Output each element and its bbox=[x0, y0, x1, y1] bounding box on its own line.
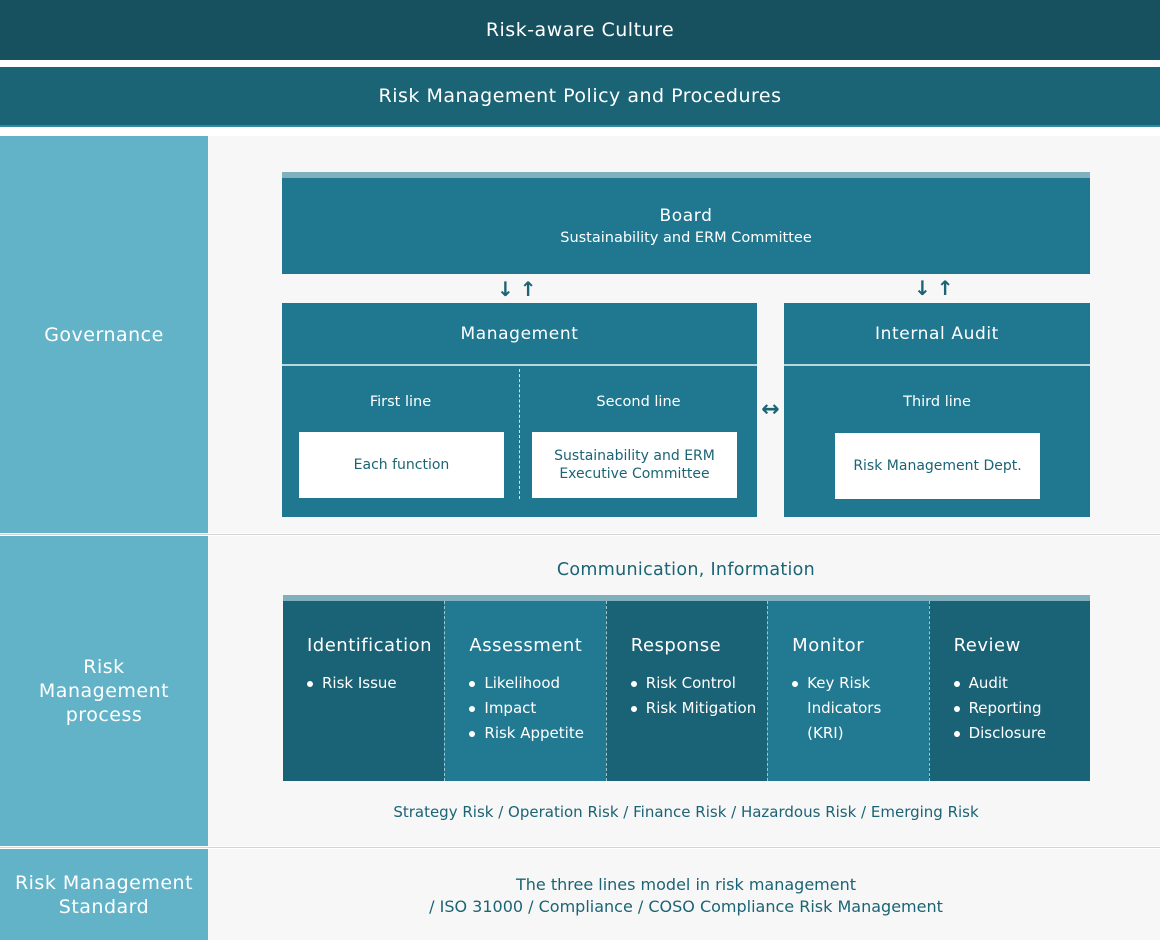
section-divider bbox=[0, 847, 1160, 848]
risk-process-label-text: Risk Management process bbox=[38, 656, 170, 726]
up-down-arrows-icon: ↓↑ bbox=[497, 277, 543, 301]
list-item: Impact bbox=[469, 696, 584, 721]
risk-aware-culture-banner: Risk-aware Culture bbox=[0, 0, 1160, 60]
step-response: Response Risk Control Risk Mitigation bbox=[605, 601, 768, 781]
step-identification: Identification Risk Issue bbox=[283, 601, 445, 781]
step-title: Response bbox=[630, 635, 722, 656]
list-item: Audit bbox=[953, 671, 1047, 696]
left-right-arrow-icon: ↔ bbox=[761, 397, 780, 422]
step-title: Assessment bbox=[469, 635, 583, 656]
management-box: Management First line Second line Each f… bbox=[282, 303, 757, 517]
first-line-label: First line bbox=[369, 394, 432, 410]
standard-line-1: The three lines model in risk management bbox=[515, 875, 857, 894]
step-items: Likelihood Impact Risk Appetite bbox=[469, 671, 584, 746]
communication-heading: Communication, Information bbox=[556, 560, 816, 580]
risk-process-label: Risk Management process bbox=[0, 536, 208, 846]
standard-text: The three lines model in risk management… bbox=[282, 874, 1090, 918]
second-line-label: Second line bbox=[596, 394, 681, 410]
list-item: Risk Mitigation bbox=[630, 696, 756, 721]
risk-standard-label: Risk Management Standard bbox=[0, 849, 208, 940]
governance-label: Governance bbox=[0, 136, 208, 533]
risk-management-dept-box: Risk Management Dept. bbox=[835, 433, 1040, 499]
risk-standard-label-text: Risk Management Standard bbox=[14, 871, 194, 918]
step-items: Risk Control Risk Mitigation bbox=[630, 671, 756, 721]
list-item: Key Risk Indicators (KRI) bbox=[792, 671, 902, 746]
risk-types-text: Strategy Risk / Operation Risk / Finance… bbox=[393, 803, 979, 821]
internal-audit-box: Internal Audit Third line Risk Managemen… bbox=[784, 303, 1090, 517]
board-title: Board bbox=[659, 206, 713, 226]
standard-panel bbox=[208, 849, 1160, 940]
process-steps: Identification Risk Issue Assessment Lik… bbox=[283, 595, 1090, 781]
step-items: Key Risk Indicators (KRI) bbox=[792, 671, 902, 746]
section-divider bbox=[0, 534, 1160, 535]
up-down-arrows-icon: ↓↑ bbox=[914, 276, 960, 300]
list-item: Risk Issue bbox=[307, 671, 397, 696]
list-item: Reporting bbox=[953, 696, 1047, 721]
third-line-label: Third line bbox=[903, 394, 971, 410]
list-item: Disclosure bbox=[953, 721, 1046, 746]
step-monitor: Monitor Key Risk Indicators (KRI) bbox=[767, 601, 929, 781]
list-item: Likelihood bbox=[469, 671, 584, 696]
step-title: Review bbox=[953, 635, 1021, 656]
management-title: Management bbox=[282, 303, 757, 366]
step-title: Monitor bbox=[792, 635, 865, 656]
board-subtitle: Sustainability and ERM Committee bbox=[560, 230, 812, 246]
list-item: Risk Appetite bbox=[469, 721, 584, 746]
each-function-box: Each function bbox=[299, 432, 504, 498]
line-divider bbox=[519, 369, 520, 499]
step-title: Identification bbox=[307, 635, 433, 656]
internal-audit-title: Internal Audit bbox=[784, 303, 1090, 366]
standard-line-2: / ISO 31000 / Compliance / COSO Complian… bbox=[429, 897, 943, 916]
step-assessment: Assessment Likelihood Impact Risk Appeti… bbox=[444, 601, 606, 781]
step-items: Audit Reporting Disclosure bbox=[953, 671, 1047, 746]
board-box: Board Sustainability and ERM Committee bbox=[282, 172, 1090, 274]
list-item: Risk Control bbox=[630, 671, 756, 696]
executive-committee-box: Sustainability and ERM Executive Committ… bbox=[532, 432, 737, 498]
step-items: Risk Issue bbox=[307, 671, 397, 696]
policy-procedures-banner: Risk Management Policy and Procedures bbox=[0, 67, 1160, 127]
step-review: Review Audit Reporting Disclosure bbox=[928, 601, 1090, 781]
